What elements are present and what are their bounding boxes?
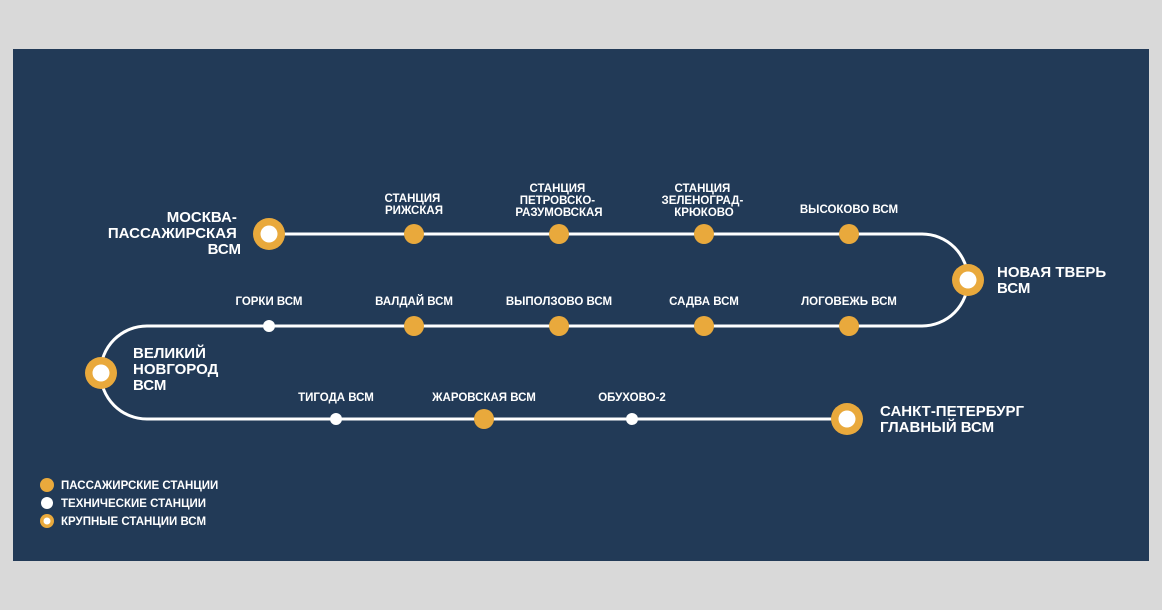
technical-station-marker (263, 320, 275, 332)
passenger-station-marker (474, 409, 494, 429)
legend-major: КРУПНЫЕ СТАНЦИИ ВСМ (40, 514, 206, 528)
svg-text:КРУПНЫЕ СТАНЦИИ ВСМ: КРУПНЫЕ СТАНЦИИ ВСМ (61, 516, 206, 528)
station-label: НОВАЯ ТВЕРЬ ВСМ (997, 264, 1110, 297)
station-zelenograd-kryukovo[interactable]: СТАНЦИЯ ЗЕЛЕНОГРАД- КРЮКОВО (661, 183, 746, 244)
station-rizhskaya[interactable]: СТАНЦИЯ РИЖСКАЯ (384, 193, 443, 244)
station-tigoda[interactable]: ТИГОДА ВСМ (298, 392, 374, 425)
station-label: ЖАРОВСКАЯ ВСМ (431, 392, 536, 404)
station-label: СТАНЦИЯ РИЖСКАЯ (384, 193, 443, 217)
technical-station-icon (41, 497, 53, 509)
station-label: ГОРКИ ВСМ (235, 296, 302, 308)
station-moskva[interactable]: МОСКВА- ПАССАЖИРСКАЯ ВСМ (108, 209, 285, 258)
station-gorki[interactable]: ГОРКИ ВСМ (235, 296, 303, 332)
station-label: СТАНЦИЯ ПЕТРОВСКО- РАЗУМОВСКАЯ (515, 183, 602, 219)
station-obukhovo[interactable]: ОБУХОВО-2 (598, 392, 666, 425)
station-spb[interactable]: САНКТ-ПЕТЕРБУРГ ГЛАВНЫЙ ВСМ (831, 403, 1028, 436)
station-label: МОСКВА- ПАССАЖИРСКАЯ ВСМ (108, 209, 241, 258)
station-zharovskaya[interactable]: ЖАРОВСКАЯ ВСМ (431, 392, 536, 429)
passenger-station-marker (549, 224, 569, 244)
technical-station-marker (330, 413, 342, 425)
passenger-station-icon (40, 478, 54, 492)
station-novgorod[interactable]: ВЕЛИКИЙ НОВГОРОД ВСМ (85, 344, 222, 394)
station-label: САНКТ-ПЕТЕРБУРГ ГЛАВНЫЙ ВСМ (880, 403, 1028, 436)
legend: ПАССАЖИРСКИЕ СТАНЦИИ ТЕХНИЧЕСКИЕ СТАНЦИИ… (40, 478, 218, 528)
station-label: САДВА ВСМ (669, 296, 739, 308)
svg-text:ТЕХНИЧЕСКИЕ СТАНЦИИ: ТЕХНИЧЕСКИЕ СТАНЦИИ (61, 498, 206, 510)
station-label: ОБУХОВО-2 (598, 392, 666, 404)
station-label: ТИГОДА ВСМ (298, 392, 374, 404)
station-label: ВЫСОКОВО ВСМ (800, 204, 898, 216)
legend-technical: ТЕХНИЧЕСКИЕ СТАНЦИИ (41, 497, 206, 510)
passenger-station-marker (839, 224, 859, 244)
passenger-station-marker (404, 316, 424, 336)
svg-text:ПАССАЖИРСКИЕ СТАНЦИИ: ПАССАЖИРСКИЕ СТАНЦИИ (61, 480, 218, 492)
legend-passenger: ПАССАЖИРСКИЕ СТАНЦИИ (40, 478, 218, 492)
passenger-station-marker (839, 316, 859, 336)
route-line (99, 232, 970, 421)
station-label: ВЫПОЛЗОВО ВСМ (506, 296, 612, 308)
station-logovezh[interactable]: ЛОГОВЕЖЬ ВСМ (801, 296, 897, 336)
station-vypolzovo[interactable]: ВЫПОЛЗОВО ВСМ (506, 296, 612, 336)
passenger-station-marker (694, 316, 714, 336)
station-label: СТАНЦИЯ ЗЕЛЕНОГРАД- КРЮКОВО (661, 183, 746, 219)
station-label: ВЕЛИКИЙ НОВГОРОД ВСМ (133, 344, 222, 394)
station-label: ВАЛДАЙ ВСМ (375, 295, 453, 308)
station-label: ЛОГОВЕЖЬ ВСМ (801, 296, 897, 308)
station-novaya-tver[interactable]: НОВАЯ ТВЕРЬ ВСМ (952, 264, 1110, 297)
passenger-station-marker (404, 224, 424, 244)
technical-station-marker (626, 413, 638, 425)
station-petrovsko-razumovskaya[interactable]: СТАНЦИЯ ПЕТРОВСКО- РАЗУМОВСКАЯ (515, 183, 603, 244)
station-vysokovo[interactable]: ВЫСОКОВО ВСМ (800, 204, 898, 244)
station-sadva[interactable]: САДВА ВСМ (669, 296, 739, 336)
passenger-station-marker (694, 224, 714, 244)
passenger-station-marker (549, 316, 569, 336)
station-valday[interactable]: ВАЛДАЙ ВСМ (375, 295, 453, 336)
